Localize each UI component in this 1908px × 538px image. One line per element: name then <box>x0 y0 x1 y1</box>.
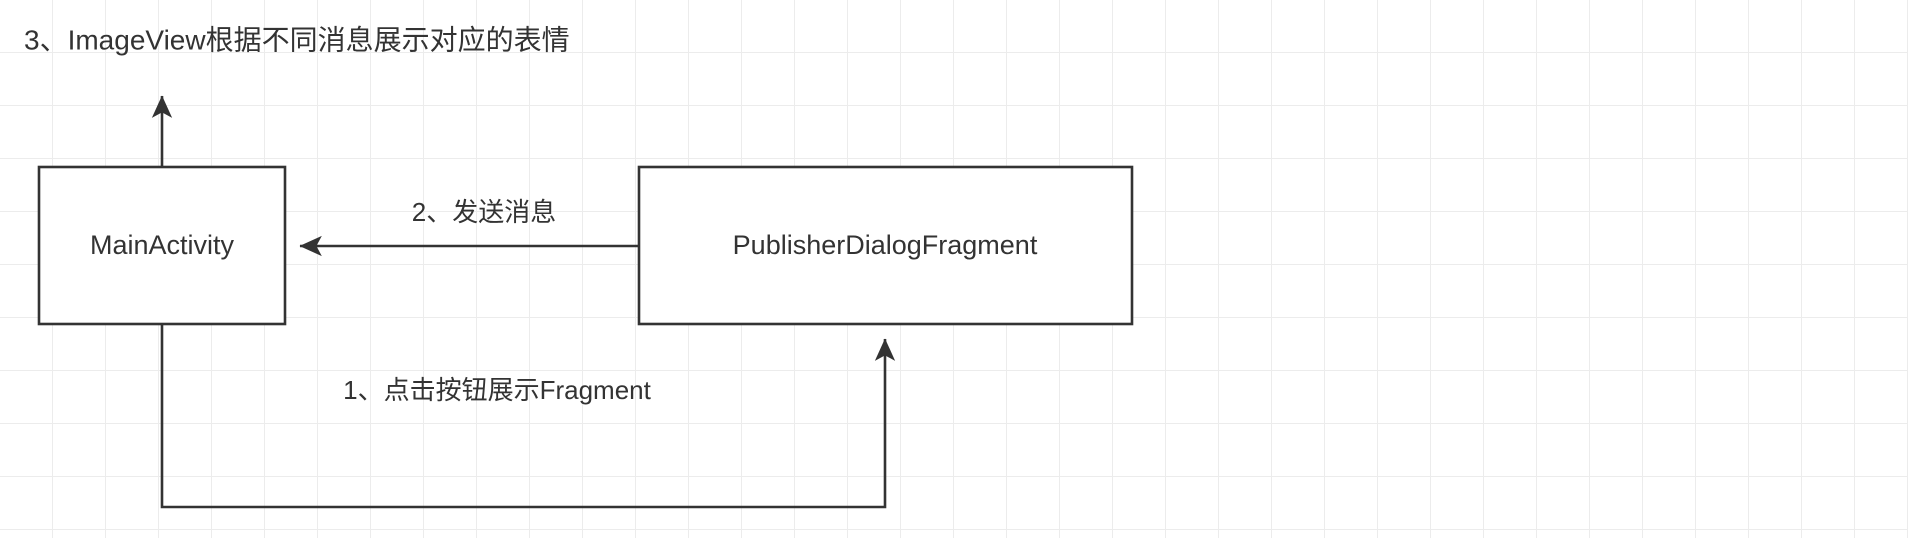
edge-send-message-label: 2、发送消息 <box>412 197 556 227</box>
edge-show-fragment-label: 1、点击按钮展示Fragment <box>343 375 651 405</box>
node-main-activity-label: MainActivity <box>90 230 235 260</box>
node-publisher-dialog-fragment-label: PublisherDialogFragment <box>733 230 1038 260</box>
node-main-activity[interactable]: MainActivity <box>37 165 287 326</box>
edge-show-fragment-line <box>160 324 896 509</box>
edge-show-fragment <box>160 324 896 509</box>
node-publisher-dialog-fragment[interactable]: PublisherDialogFragment <box>637 165 1134 326</box>
node-main-activity-shape <box>37 165 287 326</box>
node-publisher-dialog-fragment-shape <box>637 165 1134 326</box>
edge-show-emoji-label: 3、ImageView根据不同消息展示对应的表情 <box>24 24 570 55</box>
